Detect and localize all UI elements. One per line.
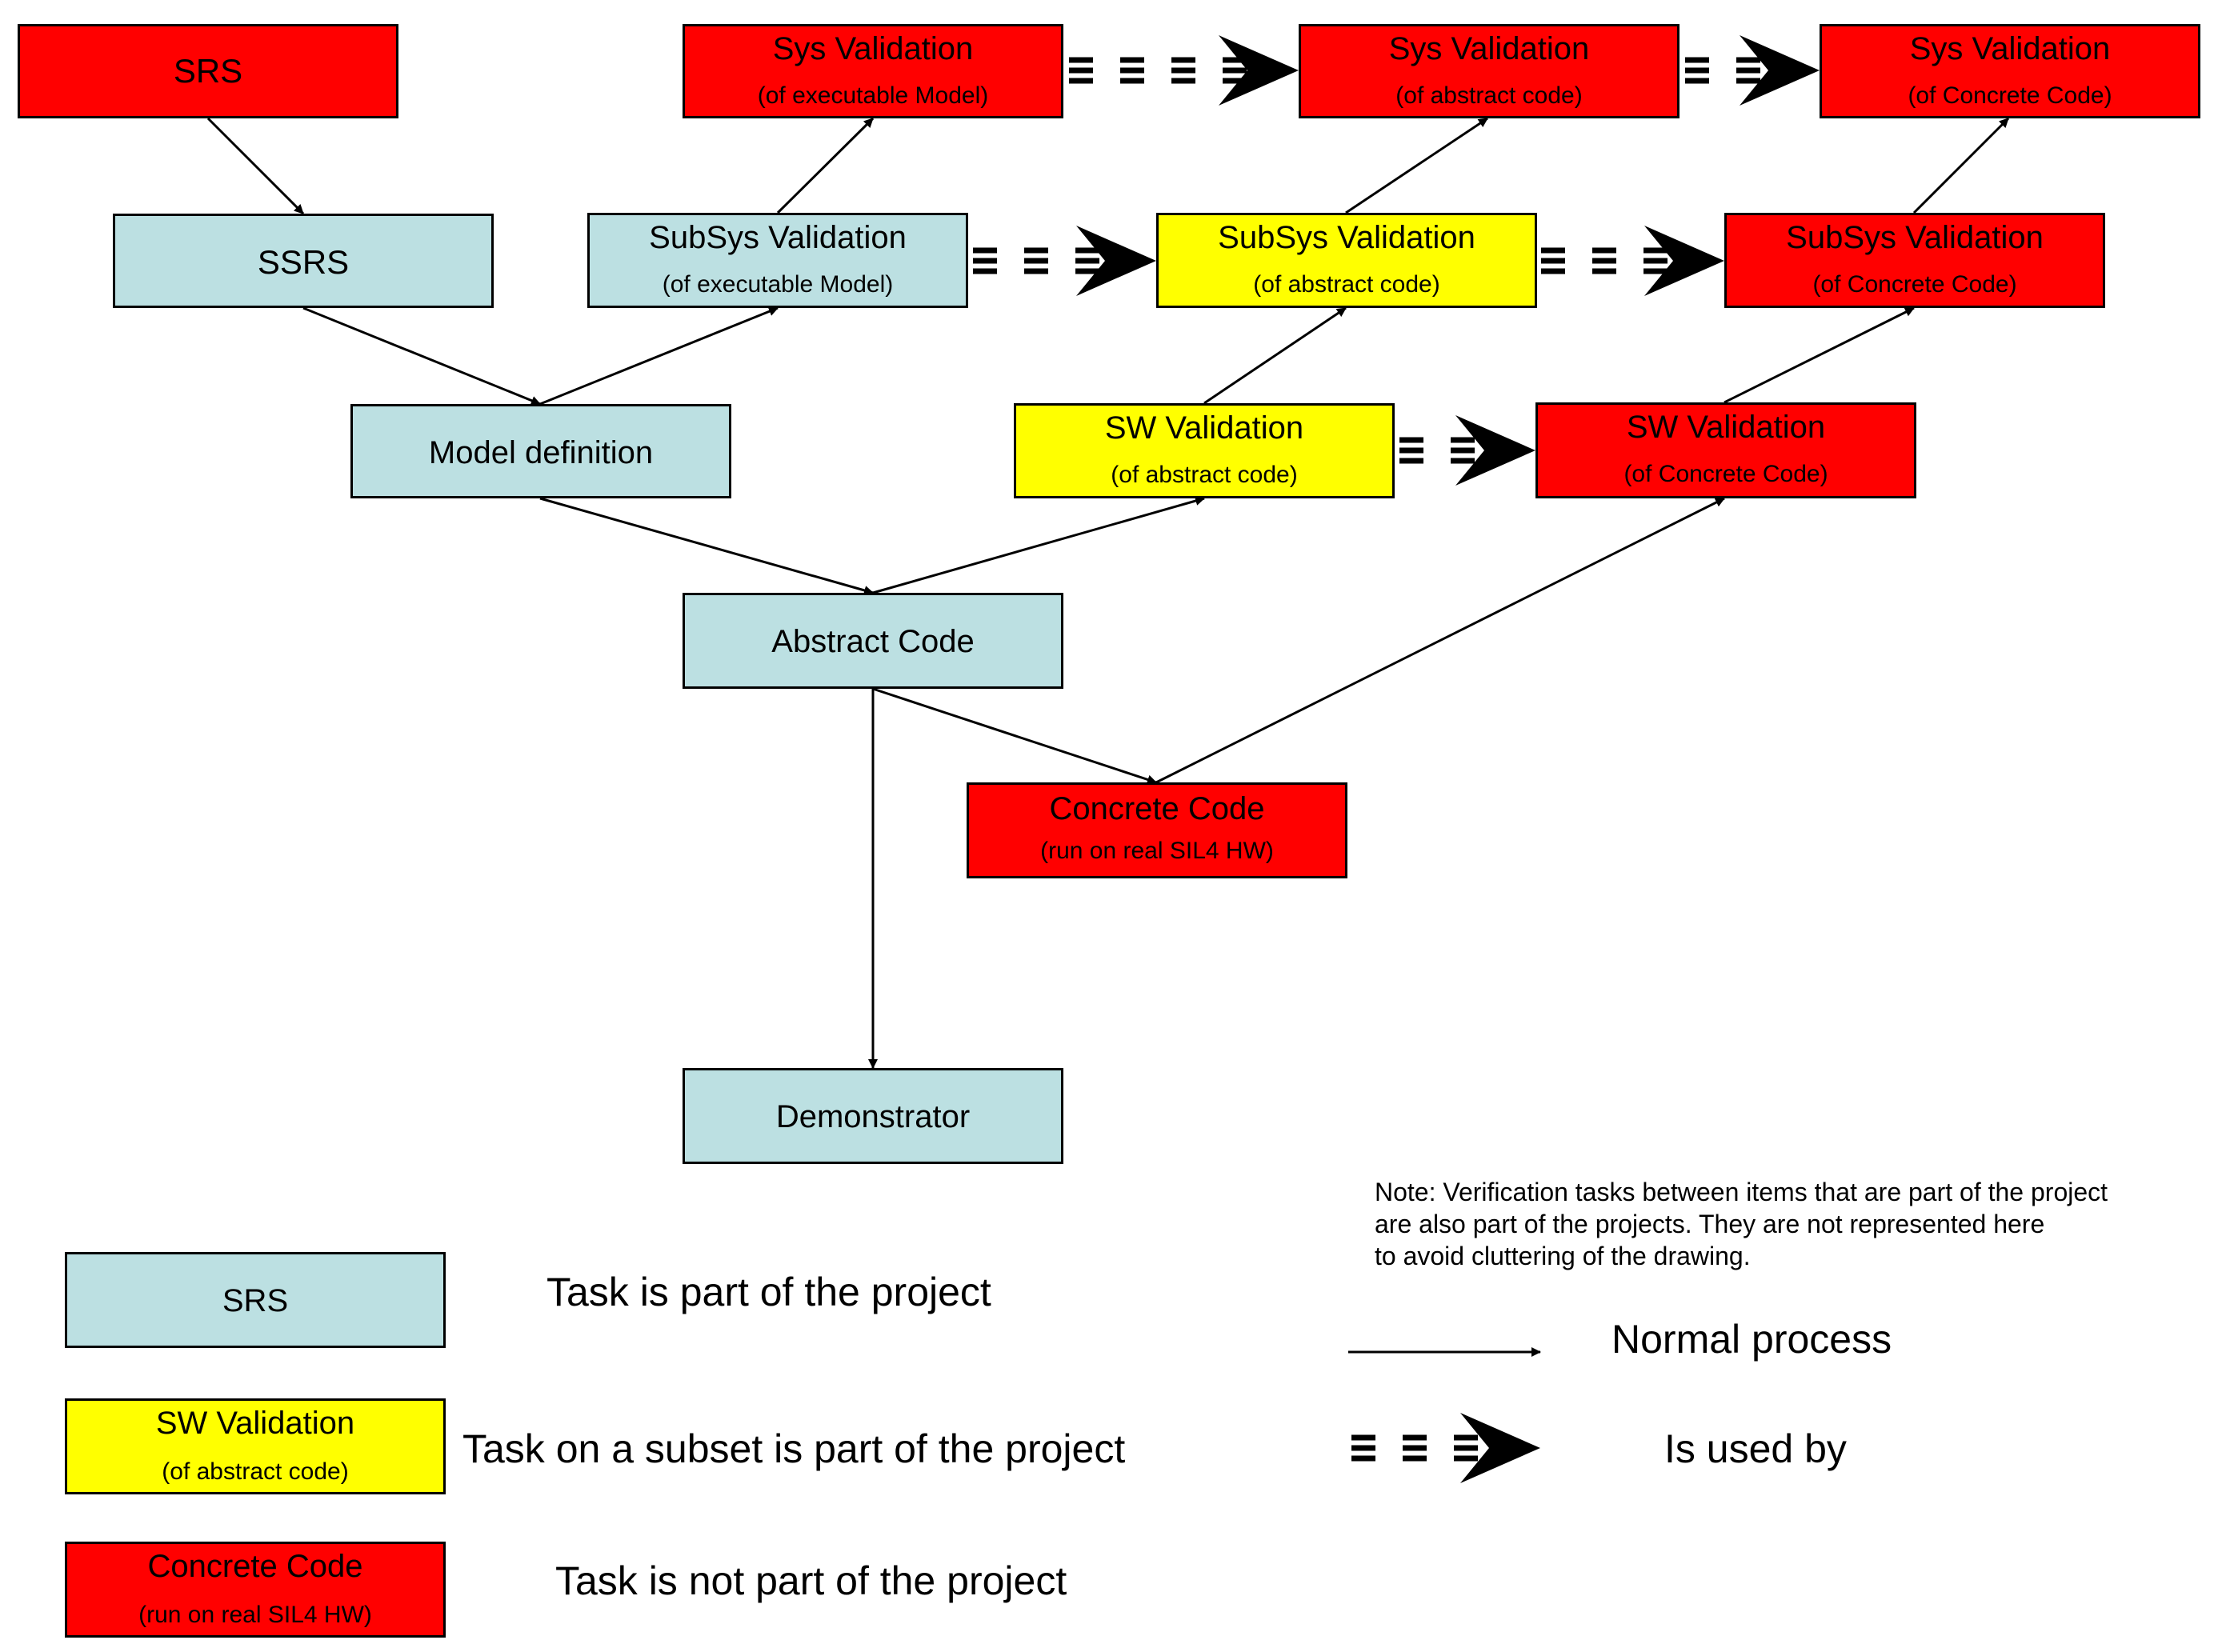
- node-concrete-code-title: Concrete Code: [1049, 791, 1265, 826]
- legend-box-not-project-subtitle: (run on real SIL4 HW): [138, 1602, 372, 1628]
- legend-box-not-project: Concrete Code (run on real SIL4 HW): [65, 1542, 446, 1638]
- node-model-definition: Model definition: [350, 404, 731, 498]
- arrow-subsys-exec-to-sys-exec: [776, 117, 875, 214]
- node-subsys-validation-abstract: SubSys Validation (of abstract code): [1156, 213, 1537, 308]
- node-sw-validation-abstract-title: SW Validation: [1104, 410, 1304, 446]
- node-sys-validation-executable-title: Sys Validation: [772, 31, 974, 66]
- note-line-3: to avoid cluttering of the drawing.: [1375, 1242, 1751, 1270]
- used-by-arrow-sys-abs-to-sys-conc: [1685, 35, 1820, 106]
- legend-box-subset-subtitle: (of abstract code): [162, 1458, 349, 1485]
- legend-text-used-by: Is used by: [1664, 1426, 1847, 1471]
- legend-text-project: Task is part of the project: [546, 1270, 991, 1314]
- node-demonstrator: Demonstrator: [683, 1068, 1063, 1164]
- legend-used-by-arrow: [1351, 1413, 1540, 1483]
- node-ssrs-title: SSRS: [257, 243, 350, 281]
- node-sys-validation-concrete-title: Sys Validation: [1909, 31, 2111, 66]
- node-sys-validation-concrete: Sys Validation (of Concrete Code): [1820, 24, 2200, 118]
- node-sw-validation-abstract: SW Validation (of abstract code): [1014, 403, 1395, 498]
- node-sw-validation-abstract-subtitle: (of abstract code): [1111, 462, 1298, 488]
- used-by-arrow-subsys-exec-to-subsys-abs: [973, 226, 1156, 296]
- node-concrete-code: Concrete Code (run on real SIL4 HW): [967, 782, 1347, 878]
- arrow-sw-conc-to-subsys-conc: [1724, 306, 1915, 404]
- node-subsys-validation-concrete: SubSys Validation (of Concrete Code): [1724, 213, 2105, 308]
- arrow-model-to-abstract: [539, 497, 874, 595]
- node-sys-validation-executable: Sys Validation (of executable Model): [683, 24, 1063, 118]
- node-sys-validation-abstract-title: Sys Validation: [1388, 31, 1590, 66]
- arrow-abstract-to-sw-abs: [872, 496, 1205, 594]
- used-by-arrow-subsys-abs-to-subsys-conc: [1541, 226, 1724, 296]
- arrow-abstract-to-concrete: [872, 687, 1157, 785]
- node-sys-validation-executable-subtitle: (of executable Model): [757, 82, 989, 109]
- node-subsys-validation-abstract-subtitle: (of abstract code): [1253, 271, 1440, 298]
- node-sys-validation-abstract-subtitle: (of abstract code): [1395, 82, 1583, 109]
- node-subsys-validation-abstract-title: SubSys Validation: [1218, 220, 1475, 255]
- node-sw-validation-concrete: SW Validation (of Concrete Code): [1535, 402, 1916, 498]
- node-srs-title: SRS: [173, 52, 243, 90]
- node-subsys-validation-concrete-title: SubSys Validation: [1786, 220, 2044, 255]
- legend-box-not-project-title: Concrete Code: [147, 1549, 363, 1584]
- node-subsys-validation-concrete-subtitle: (of Concrete Code): [1812, 271, 2017, 298]
- legend-text-subset: Task on a subset is part of the project: [462, 1426, 1126, 1471]
- arrow-srs-to-ssrs: [206, 117, 305, 215]
- used-by-arrow-sys-exec-to-sys-abs: [1069, 35, 1299, 106]
- node-subsys-validation-executable-subtitle: (of executable Model): [662, 271, 894, 298]
- node-demonstrator-title: Demonstrator: [775, 1099, 971, 1134]
- legend-box-project: SRS: [65, 1252, 446, 1348]
- node-sw-validation-concrete-title: SW Validation: [1626, 410, 1826, 445]
- legend-box-project-title: SRS: [222, 1283, 289, 1318]
- node-ssrs: SSRS: [113, 214, 494, 308]
- node-sys-validation-abstract: Sys Validation (of abstract code): [1299, 24, 1680, 118]
- arrow-model-to-subsys-exec: [539, 306, 779, 406]
- legend-box-subset: SW Validation (of abstract code): [65, 1398, 446, 1494]
- node-subsys-validation-executable-title: SubSys Validation: [649, 220, 907, 255]
- node-concrete-code-subtitle: (run on real SIL4 HW): [1040, 838, 1274, 864]
- arrow-subsys-abs-to-sys-abs: [1345, 117, 1488, 214]
- node-abstract-code-title: Abstract Code: [771, 624, 975, 659]
- legend-text-normal-process: Normal process: [1611, 1317, 1892, 1362]
- node-subsys-validation-executable: SubSys Validation (of executable Model): [587, 213, 968, 308]
- node-sw-validation-concrete-subtitle: (of Concrete Code): [1623, 461, 1828, 487]
- arrow-ssrs-to-model: [302, 306, 541, 406]
- node-model-definition-title: Model definition: [428, 435, 654, 470]
- used-by-arrow-sw-abs-to-sw-conc: [1399, 415, 1535, 486]
- node-sys-validation-concrete-subtitle: (of Concrete Code): [1908, 82, 2112, 109]
- arrow-subsys-conc-to-sys-conc: [1912, 117, 2010, 214]
- note-line-2: are also part of the projects. They are …: [1375, 1210, 2045, 1238]
- node-srs: SRS: [18, 24, 398, 118]
- legend-text-not-project: Task is not part of the project: [555, 1558, 1067, 1603]
- node-abstract-code: Abstract Code: [683, 593, 1063, 689]
- arrow-sw-abs-to-subsys-abs: [1203, 306, 1347, 405]
- legend-box-subset-title: SW Validation: [155, 1406, 355, 1441]
- note-line-1: Note: Verification tasks between items t…: [1375, 1178, 2108, 1206]
- arrow-concrete-to-sw-conc: [1155, 497, 1725, 784]
